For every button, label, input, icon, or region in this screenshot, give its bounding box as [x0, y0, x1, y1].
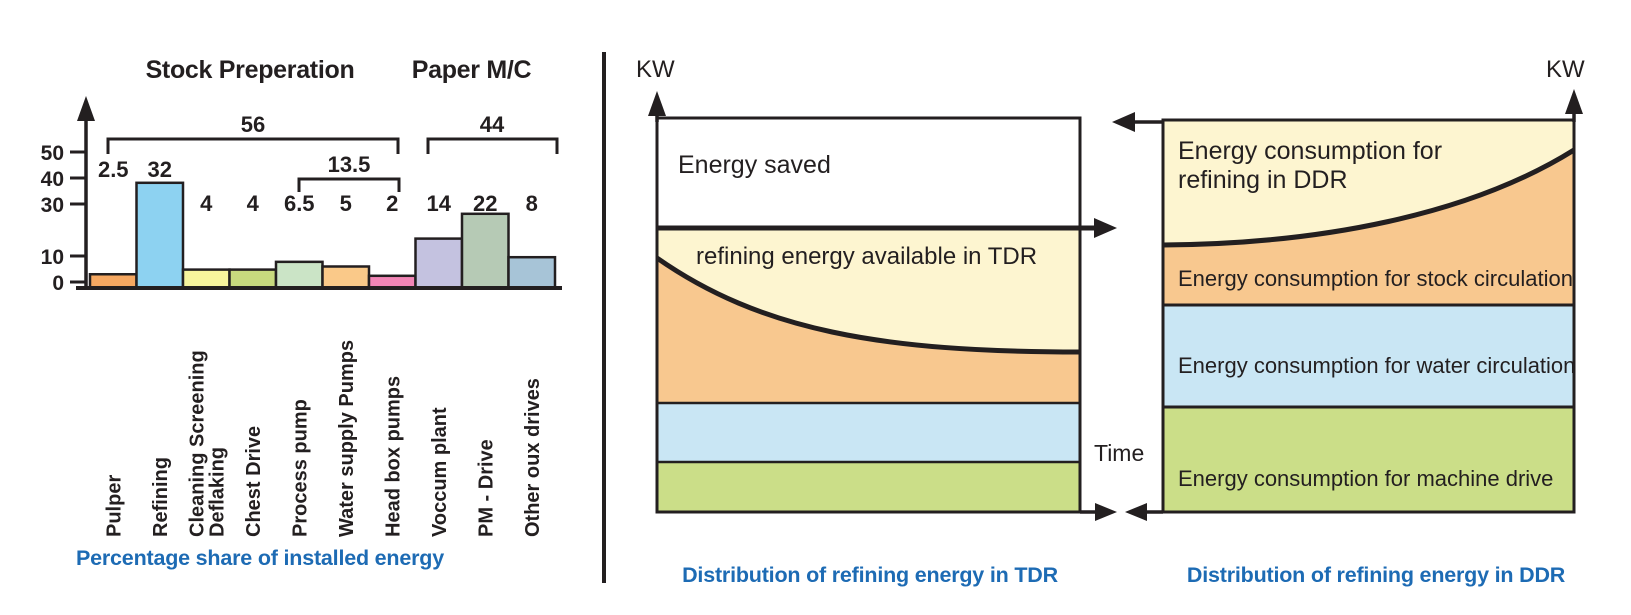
category-label: Deflaking [206, 447, 228, 537]
bar-value-label: 5 [340, 191, 352, 216]
tdr-y-axis-label: KW [636, 56, 675, 83]
bar [460, 212, 510, 290]
bar-value-label: 4 [200, 191, 213, 216]
ddr-water-circulation-label: Energy consumption for water circulation [1178, 353, 1576, 378]
group-bracket [297, 177, 401, 192]
category-label: Cleaning Screening [186, 350, 208, 537]
tdr-box [655, 116, 1082, 514]
bar [414, 237, 464, 290]
bar-chart-caption: Percentage share of installed energy [75, 546, 444, 570]
bar-value-label: 22 [473, 191, 497, 216]
y-axis-arrowhead [77, 96, 95, 121]
bar [274, 260, 324, 290]
bar-chart-group-title-paper: Paper M/C [411, 56, 532, 84]
tdr-energy-saved-label: Energy saved [678, 151, 831, 179]
bracket-total-label: 56 [241, 112, 265, 137]
group-bracket [106, 137, 400, 154]
ddr-top-arrowhead [1112, 112, 1135, 132]
tdr-kw-axis-arrowhead [648, 91, 666, 116]
ddr-stock-circulation-label: Energy consumption for stock circulation [1178, 266, 1573, 291]
bar-chart-group-title-stock: Stock Preperation [145, 56, 355, 84]
bracket-total-label: 44 [480, 112, 505, 137]
category-label: Head box pumps [382, 376, 404, 537]
bar [181, 268, 231, 290]
ddr-machine-drive-label: Energy consumption for machine drive [1178, 466, 1554, 491]
tdr-available-energy-label: refining energy available in TDR [696, 243, 1038, 270]
category-label: Pulper [103, 475, 125, 537]
bar-value-label: 14 [427, 191, 452, 216]
category-label: PM - Drive [475, 439, 497, 537]
ddr-kw-axis-arrowhead [1565, 89, 1583, 114]
bar-value-label: 6.5 [284, 191, 315, 216]
tdr-time-axis-arrowhead [1095, 503, 1117, 521]
bar [228, 268, 278, 290]
bar [321, 265, 371, 290]
ddr-box [1161, 118, 1576, 514]
group-bracket [426, 137, 559, 154]
category-label: Other oux drives [522, 378, 544, 537]
bar [135, 181, 185, 290]
time-axis-label: Time [1094, 440, 1145, 466]
bar [507, 255, 557, 290]
bar [88, 273, 138, 290]
tdr-refining-curve [655, 255, 1081, 355]
y-axis-tick-label: 30 [41, 194, 64, 217]
bar-value-label: 2 [386, 191, 398, 216]
tdr-machine-band [657, 462, 1080, 512]
ddr-caption: Distribution of refining energy in DDR [1186, 563, 1566, 587]
ddr-water-band [1163, 305, 1574, 407]
category-label: Water supply Pumps [336, 340, 358, 537]
bracket-total-label: 13.5 [328, 152, 371, 177]
ddr-y-axis-label: KW [1546, 56, 1585, 83]
bar-value-label: 4 [247, 191, 260, 216]
y-axis-tick-label: 0 [52, 272, 64, 295]
tdr-caption: Distribution of refining energy in TDR [682, 563, 1058, 587]
category-label: Refining [150, 457, 172, 537]
ddr-refining-label: Energy consumption for refining in DDR [1178, 137, 1443, 194]
category-label: Chest Drive [243, 426, 265, 537]
category-label: Voccum plant [429, 407, 451, 537]
tdr-used-region [657, 258, 1080, 403]
ddr-bottom-arrowhead [1125, 503, 1147, 521]
tdr-water-band [657, 403, 1080, 462]
ddr-machine-band [1163, 407, 1574, 512]
y-axis-tick-label: 10 [41, 246, 64, 269]
bar-value-label: 2.5 [98, 157, 129, 182]
y-axis-tick-label: 50 [41, 142, 64, 165]
ddr-refining-curve [1162, 147, 1576, 248]
bar-value-label: 32 [148, 157, 172, 182]
bar-value-label: 8 [526, 191, 538, 216]
tdr-energy-saved-arrowhead [1094, 218, 1117, 238]
category-label: Process pump [289, 399, 311, 537]
y-axis-tick-label: 40 [41, 168, 64, 191]
